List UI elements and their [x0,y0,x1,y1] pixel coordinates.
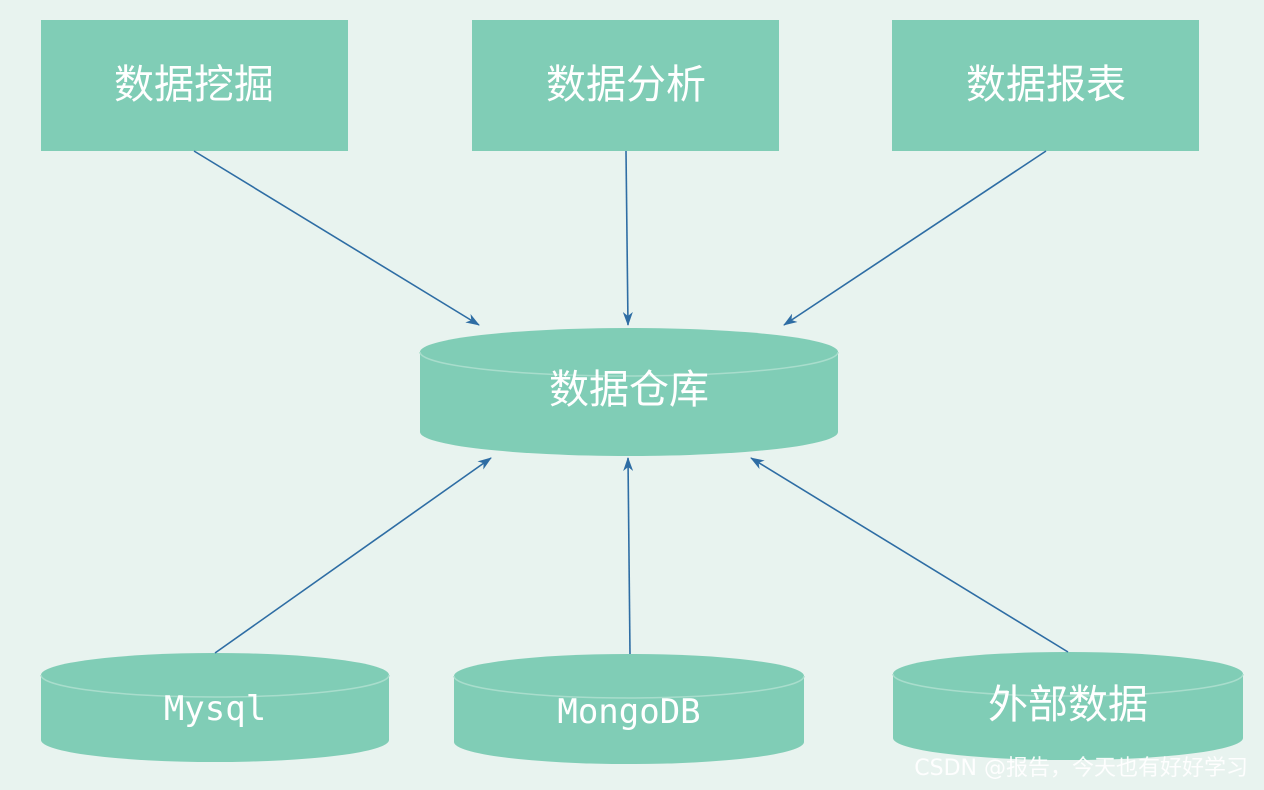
node-label-data-warehouse: 数据仓库 [549,367,709,413]
node-data-report: 数据报表 [892,20,1199,151]
node-data-warehouse: 数据仓库 [419,328,839,456]
node-mongodb: MongoDB [453,654,805,764]
node-label-mysql: Mysql [164,689,266,729]
node-label-data-analysis: 数据分析 [546,62,706,108]
node-data-mining: 数据挖掘 [41,20,348,151]
node-label-external-data: 外部数据 [988,682,1148,728]
node-label-mongodb: MongoDB [557,692,700,732]
node-data-analysis: 数据分析 [472,20,779,151]
edge-data-mining-to-warehouse [193,150,480,326]
edges [193,150,1069,655]
node-label-data-mining: 数据挖掘 [114,62,274,108]
edge-data-report-to-warehouse [783,150,1047,326]
node-external-data: 外部数据 [892,652,1244,760]
edge-mongodb-to-warehouse [623,457,634,655]
edge-mysql-to-warehouse [214,457,492,654]
edge-external-data-to-warehouse [750,457,1069,653]
node-mysql: Mysql [40,653,390,762]
watermark: CSDN @报告，今天也有好好学习 [914,756,1248,781]
edge-data-analysis-to-warehouse [622,150,633,326]
node-label-data-report: 数据报表 [966,62,1126,108]
